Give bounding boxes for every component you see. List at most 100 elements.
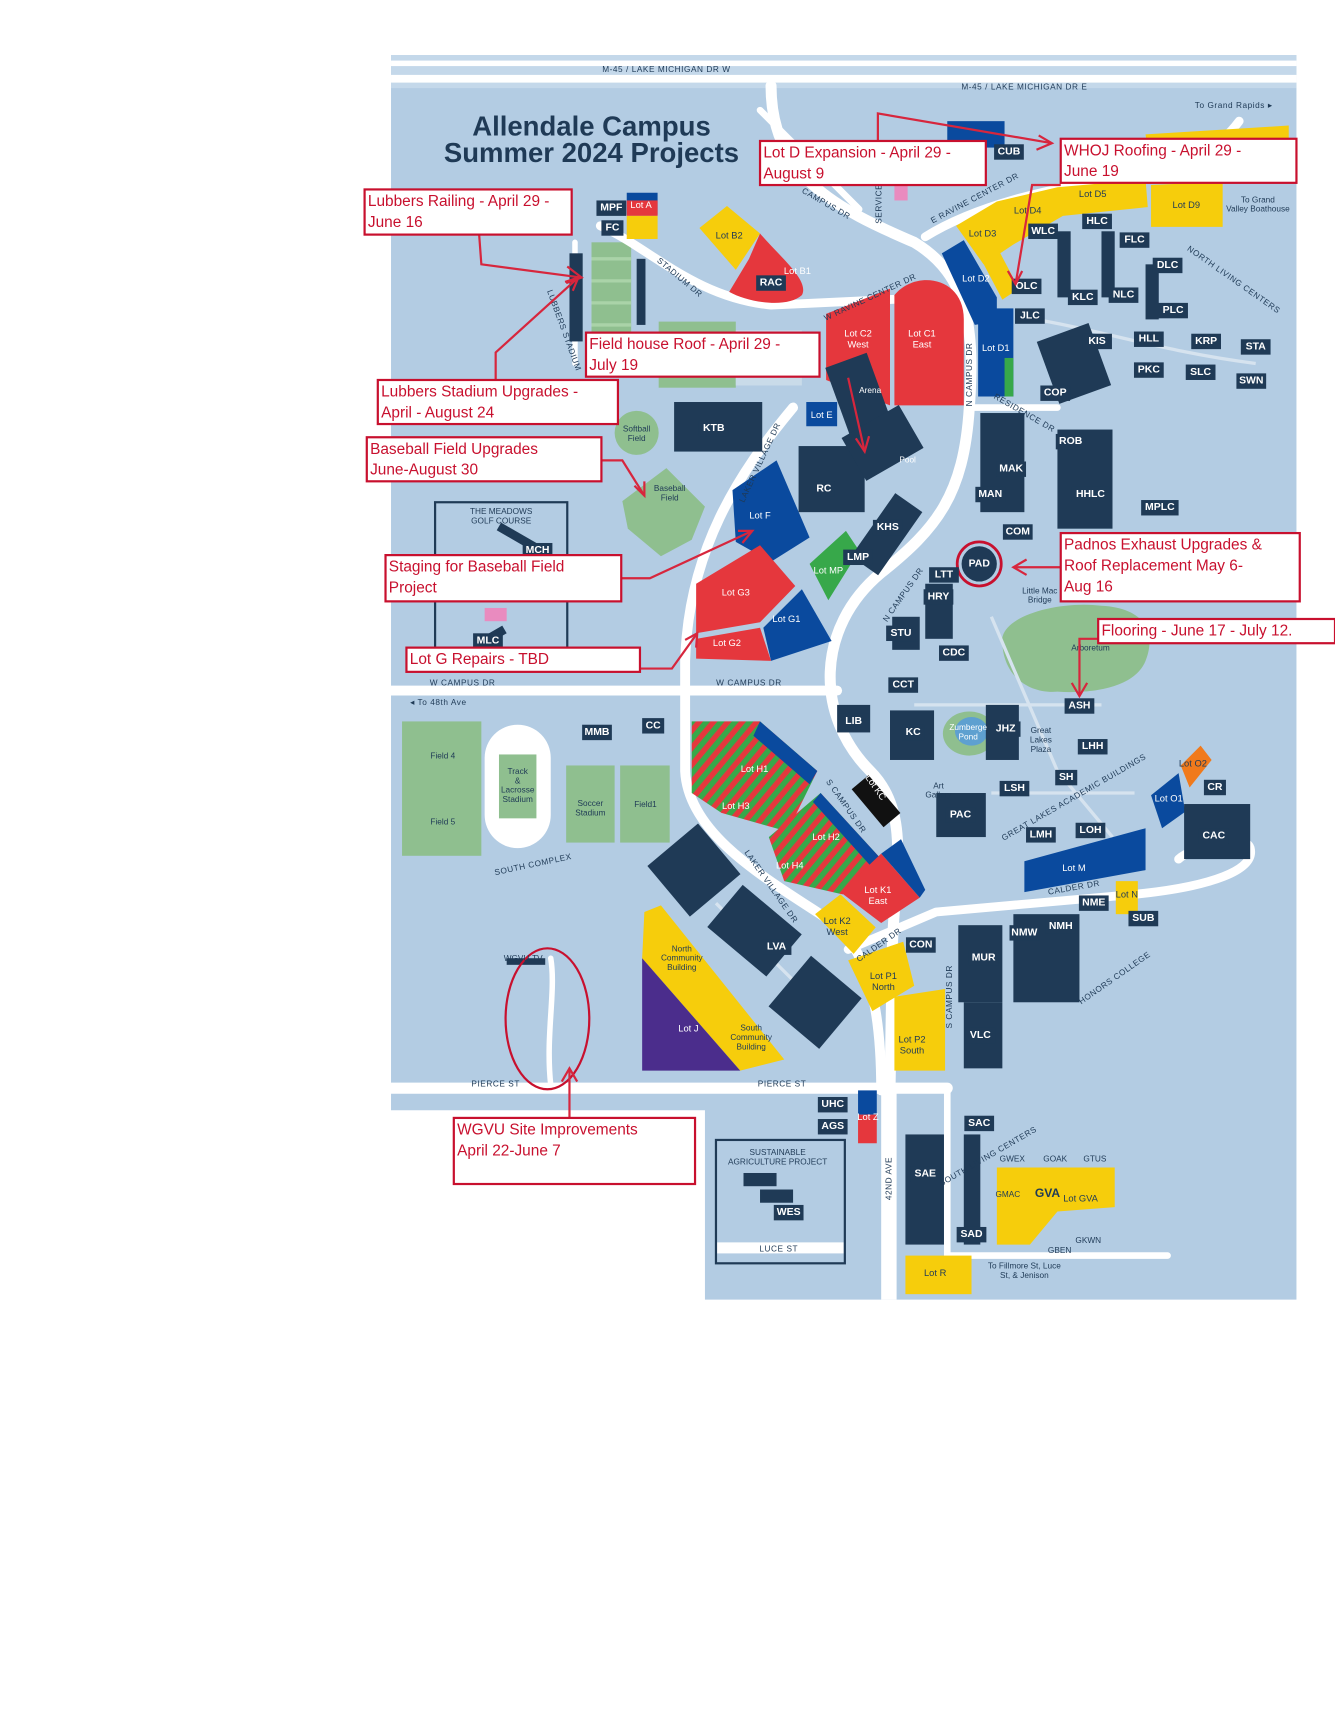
building-khs[interactable]: KHS [872, 519, 903, 536]
building-mlc[interactable]: MLC [473, 633, 503, 649]
building-swn[interactable]: SWN [1236, 373, 1267, 389]
building-wlc[interactable]: WLC [1028, 223, 1058, 240]
building-uhc[interactable]: UHC [817, 1096, 848, 1113]
building-cac[interactable]: CAC [1198, 828, 1229, 844]
building-ltt[interactable]: LTT [929, 567, 959, 583]
building-cr[interactable]: CR [1203, 779, 1226, 796]
building-cop[interactable]: COP [1040, 385, 1071, 401]
building-rc[interactable]: RC [812, 481, 835, 497]
lot-label-lot-j: Lot J [678, 1024, 698, 1034]
building-cdc[interactable]: CDC [939, 645, 969, 661]
building-footprint [1077, 739, 1108, 755]
lot-f [732, 460, 810, 562]
field-1 [620, 765, 670, 843]
building-pkc[interactable]: PKC [1133, 362, 1164, 378]
building-stu[interactable]: STU [886, 625, 916, 642]
building-man[interactable]: MAN [975, 486, 1006, 503]
building-fc[interactable]: FC [601, 220, 624, 236]
building-olc[interactable]: OLC [1011, 278, 1042, 295]
project-annotations: Lot D Expansion - April 29 -August 9WHOJ… [363, 137, 1335, 1186]
building-krp[interactable]: KRP [1191, 333, 1221, 350]
lot-g3 [696, 545, 796, 634]
lot-o1 [1151, 773, 1186, 829]
building-kis[interactable]: KIS [1082, 333, 1112, 350]
building-kc[interactable]: KC [902, 724, 925, 741]
annotation-text: July 19 [589, 357, 638, 374]
building-jhz[interactable]: JHZ [990, 721, 1021, 737]
building-wes[interactable]: WES [773, 1204, 804, 1221]
building-sae[interactable]: SAE [910, 1166, 941, 1182]
building-rob[interactable]: ROB [1055, 433, 1086, 450]
building-klc[interactable]: KLC [1067, 289, 1098, 306]
building-mur[interactable]: MUR [968, 950, 999, 966]
building-mmb[interactable]: MMB [582, 724, 612, 741]
building-nme[interactable]: NME [1078, 895, 1109, 911]
building-hll[interactable]: HLL [1133, 331, 1164, 347]
building-lmh[interactable]: LMH [1026, 827, 1056, 843]
lot-label-lot-g1: Lot G1 [772, 614, 800, 624]
building-lib[interactable]: LIB [838, 713, 869, 730]
building-footprint [888, 677, 919, 693]
building-mplc[interactable]: MPLC [1141, 500, 1179, 516]
building-lva[interactable]: LVA [761, 939, 792, 955]
building-label: CUB [998, 146, 1021, 157]
place-label-gben: GBEN [1048, 1246, 1071, 1255]
building-hhlc[interactable]: HHLC [1071, 486, 1110, 503]
building-sta[interactable]: STA [1240, 339, 1271, 355]
building-ags[interactable]: AGS [817, 1119, 848, 1135]
building-com[interactable]: COM [1002, 524, 1033, 540]
lot-label-lot-z: Lot Z [857, 1112, 879, 1122]
building-dlc[interactable]: DLC [1152, 257, 1183, 274]
lot-label-lot-p1: Lot P1 [870, 971, 897, 981]
building-label: NMH [1049, 921, 1073, 932]
building-mpf[interactable]: MPF [596, 200, 627, 216]
building-cub[interactable]: CUB [994, 144, 1024, 160]
lot-d2 [941, 240, 997, 325]
building-label: HLC [1086, 216, 1108, 227]
building-hlc[interactable]: HLC [1082, 213, 1112, 230]
building-cct[interactable]: CCT [888, 677, 919, 693]
building-pac[interactable]: PAC [945, 807, 976, 823]
building-cc[interactable]: CC [642, 718, 665, 734]
building-vlc[interactable]: VLC [965, 1027, 996, 1044]
building-rac[interactable]: RAC [756, 275, 786, 291]
lot-label-lot-c2: Lot C2 [844, 329, 872, 339]
building-sub[interactable]: SUB [1128, 910, 1159, 927]
building-sh[interactable]: SH [1055, 769, 1078, 786]
building-nmw[interactable]: NMW [1009, 925, 1040, 941]
building-hry[interactable]: HRY [923, 589, 954, 605]
building-flc[interactable]: FLC [1119, 232, 1150, 248]
annotation-callout: Lubbers Stadium Upgrades -April - August… [376, 378, 620, 426]
building-con[interactable]: CON [905, 937, 936, 953]
building-ash[interactable]: ASH [1064, 698, 1095, 714]
building-sad[interactable]: SAD [956, 1226, 987, 1243]
annotation-text: Padnos Exhaust Upgrades & [1064, 537, 1263, 554]
building-ktb[interactable]: KTB [698, 420, 729, 437]
building-sac[interactable]: SAC [964, 1115, 995, 1132]
building-lsh[interactable]: LSH [999, 780, 1030, 797]
building-plc[interactable]: PLC [1158, 302, 1188, 319]
annotation-box [452, 1116, 697, 1186]
building-lmp[interactable]: LMP [843, 549, 873, 566]
map-title-line2: Summer 2024 Projects [444, 137, 739, 168]
building-pad[interactable]: PAD [961, 546, 997, 582]
lot-label-lot-k2: Lot K2 [824, 916, 851, 926]
building-mak[interactable]: MAK [996, 461, 1027, 477]
building-footprint [1071, 486, 1110, 503]
building-nlc[interactable]: NLC [1108, 287, 1139, 303]
road-label-n-campus-dr: N CAMPUS DR [965, 343, 974, 407]
building-footprint [961, 546, 997, 582]
road-label-m-45-lake-michigan-dr-e: M-45 / LAKE MICHIGAN DR E [961, 83, 1087, 92]
building-jlc[interactable]: JLC [1015, 308, 1045, 324]
building-loh[interactable]: LOH [1075, 822, 1106, 839]
building-slc[interactable]: SLC [1185, 364, 1216, 380]
building-nmh[interactable]: NMH [1045, 918, 1076, 934]
building-footprint [1078, 895, 1109, 911]
lot-k1-blue [881, 839, 926, 898]
place-label-field-4: Field 4 [430, 751, 455, 760]
building-lhh[interactable]: LHH [1077, 739, 1108, 755]
